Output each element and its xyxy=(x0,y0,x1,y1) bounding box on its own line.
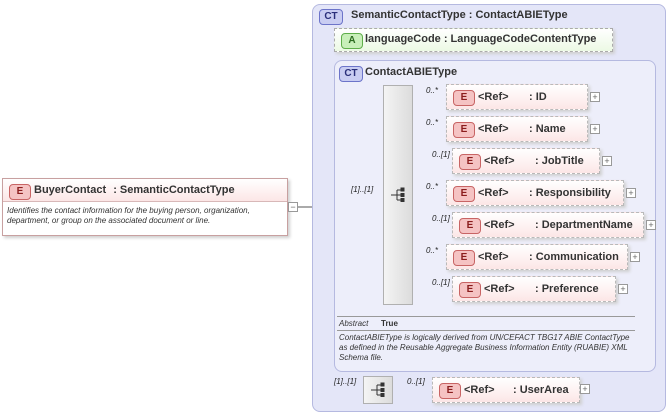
bottom-sequence-compositor[interactable] xyxy=(363,376,393,404)
abstract-value: True xyxy=(381,319,398,328)
bottom-sequence-occurrence: [1]..[1] xyxy=(334,377,357,386)
child-occurrence: 0..[1] xyxy=(432,214,450,223)
element-name: : Preference xyxy=(535,283,599,295)
attribute-badge: A xyxy=(341,33,363,49)
expand-toggle[interactable]: + xyxy=(630,252,640,262)
expand-toggle[interactable]: + xyxy=(618,284,628,294)
inner-type-description: ContactABIEType is logically derived fro… xyxy=(339,333,630,362)
child-occurrence: 0..[1] xyxy=(432,278,450,287)
ref-label: <Ref> xyxy=(464,384,495,396)
expand-toggle[interactable]: + xyxy=(590,92,600,102)
attribute-label: languageCode : LanguageCodeContentType xyxy=(365,33,597,45)
child-occurrence: 0..* xyxy=(426,182,439,191)
sequence-icon xyxy=(371,382,385,397)
ref-label: <Ref> xyxy=(484,155,515,167)
expand-toggle[interactable]: + xyxy=(580,384,590,394)
element-badge: E xyxy=(9,184,31,200)
outer-type-title: SemanticContactType : ContactABIEType xyxy=(351,9,568,21)
abstract-label: Abstract xyxy=(339,319,369,328)
ref-label: <Ref> xyxy=(484,283,515,295)
root-element-name: BuyerContact xyxy=(34,184,107,196)
child-element-jobtitle[interactable]: E<Ref> : JobTitle xyxy=(452,148,600,174)
child-occurrence: 0..[1] xyxy=(432,150,450,159)
element-name: : DepartmentName xyxy=(535,219,633,231)
complex-type-badge: CT xyxy=(319,9,343,25)
root-element-buyercontact[interactable]: E BuyerContact : SemanticContactType Ide… xyxy=(2,178,288,236)
child-element-name[interactable]: E<Ref> : Name xyxy=(446,116,588,142)
element-name: : JobTitle xyxy=(535,155,584,167)
element-badge: E xyxy=(439,383,461,399)
expand-toggle[interactable]: + xyxy=(646,220,656,230)
child-element-responsibility[interactable]: E<Ref> : Responsibility xyxy=(446,180,624,206)
expand-toggle[interactable]: + xyxy=(590,124,600,134)
child-occurrence: 0..* xyxy=(426,86,439,95)
child-element-departmentname[interactable]: E<Ref> : DepartmentName xyxy=(452,212,644,238)
element-name: : Communication xyxy=(529,251,619,263)
element-name: : UserArea xyxy=(513,384,569,396)
ref-label: <Ref> xyxy=(478,187,509,199)
child-element-communication[interactable]: E<Ref> : Communication xyxy=(446,244,628,270)
element-badge: E xyxy=(453,90,475,106)
inner-type-title: ContactABIEType xyxy=(365,66,458,78)
root-element-type: : SemanticContactType xyxy=(113,184,235,196)
element-badge: E xyxy=(459,218,481,234)
element-userarea[interactable]: E <Ref> : UserArea xyxy=(432,377,580,403)
element-badge: E xyxy=(459,154,481,170)
sequence-icon xyxy=(391,187,405,202)
element-badge: E xyxy=(453,122,475,138)
element-name: : Name xyxy=(529,123,566,135)
child-element-id[interactable]: E<Ref> : ID xyxy=(446,84,588,110)
element-name: : Responsibility xyxy=(529,187,611,199)
sequence-compositor[interactable] xyxy=(383,85,413,305)
child-occurrence: 0..* xyxy=(426,118,439,127)
expand-toggle[interactable]: + xyxy=(602,156,612,166)
complex-type-badge: CT xyxy=(339,66,363,82)
root-element-description: Identifies the contact information for t… xyxy=(7,206,250,225)
attribute-languagecode[interactable]: A languageCode : LanguageCodeContentType xyxy=(334,28,613,52)
ref-label: <Ref> xyxy=(478,123,509,135)
sequence-occurrence: [1]..[1] xyxy=(351,185,374,194)
element-name: : ID xyxy=(529,91,547,103)
ref-label: <Ref> xyxy=(478,251,509,263)
ref-label: <Ref> xyxy=(484,219,515,231)
child-occurrence: 0..* xyxy=(426,246,439,255)
ref-label: <Ref> xyxy=(478,91,509,103)
element-badge: E xyxy=(453,186,475,202)
userarea-occurrence: 0..[1] xyxy=(407,377,425,386)
element-badge: E xyxy=(453,250,475,266)
expand-toggle[interactable]: + xyxy=(626,188,636,198)
collapse-toggle[interactable]: − xyxy=(288,202,298,212)
element-badge: E xyxy=(459,282,481,298)
child-element-preference[interactable]: E<Ref> : Preference xyxy=(452,276,616,302)
